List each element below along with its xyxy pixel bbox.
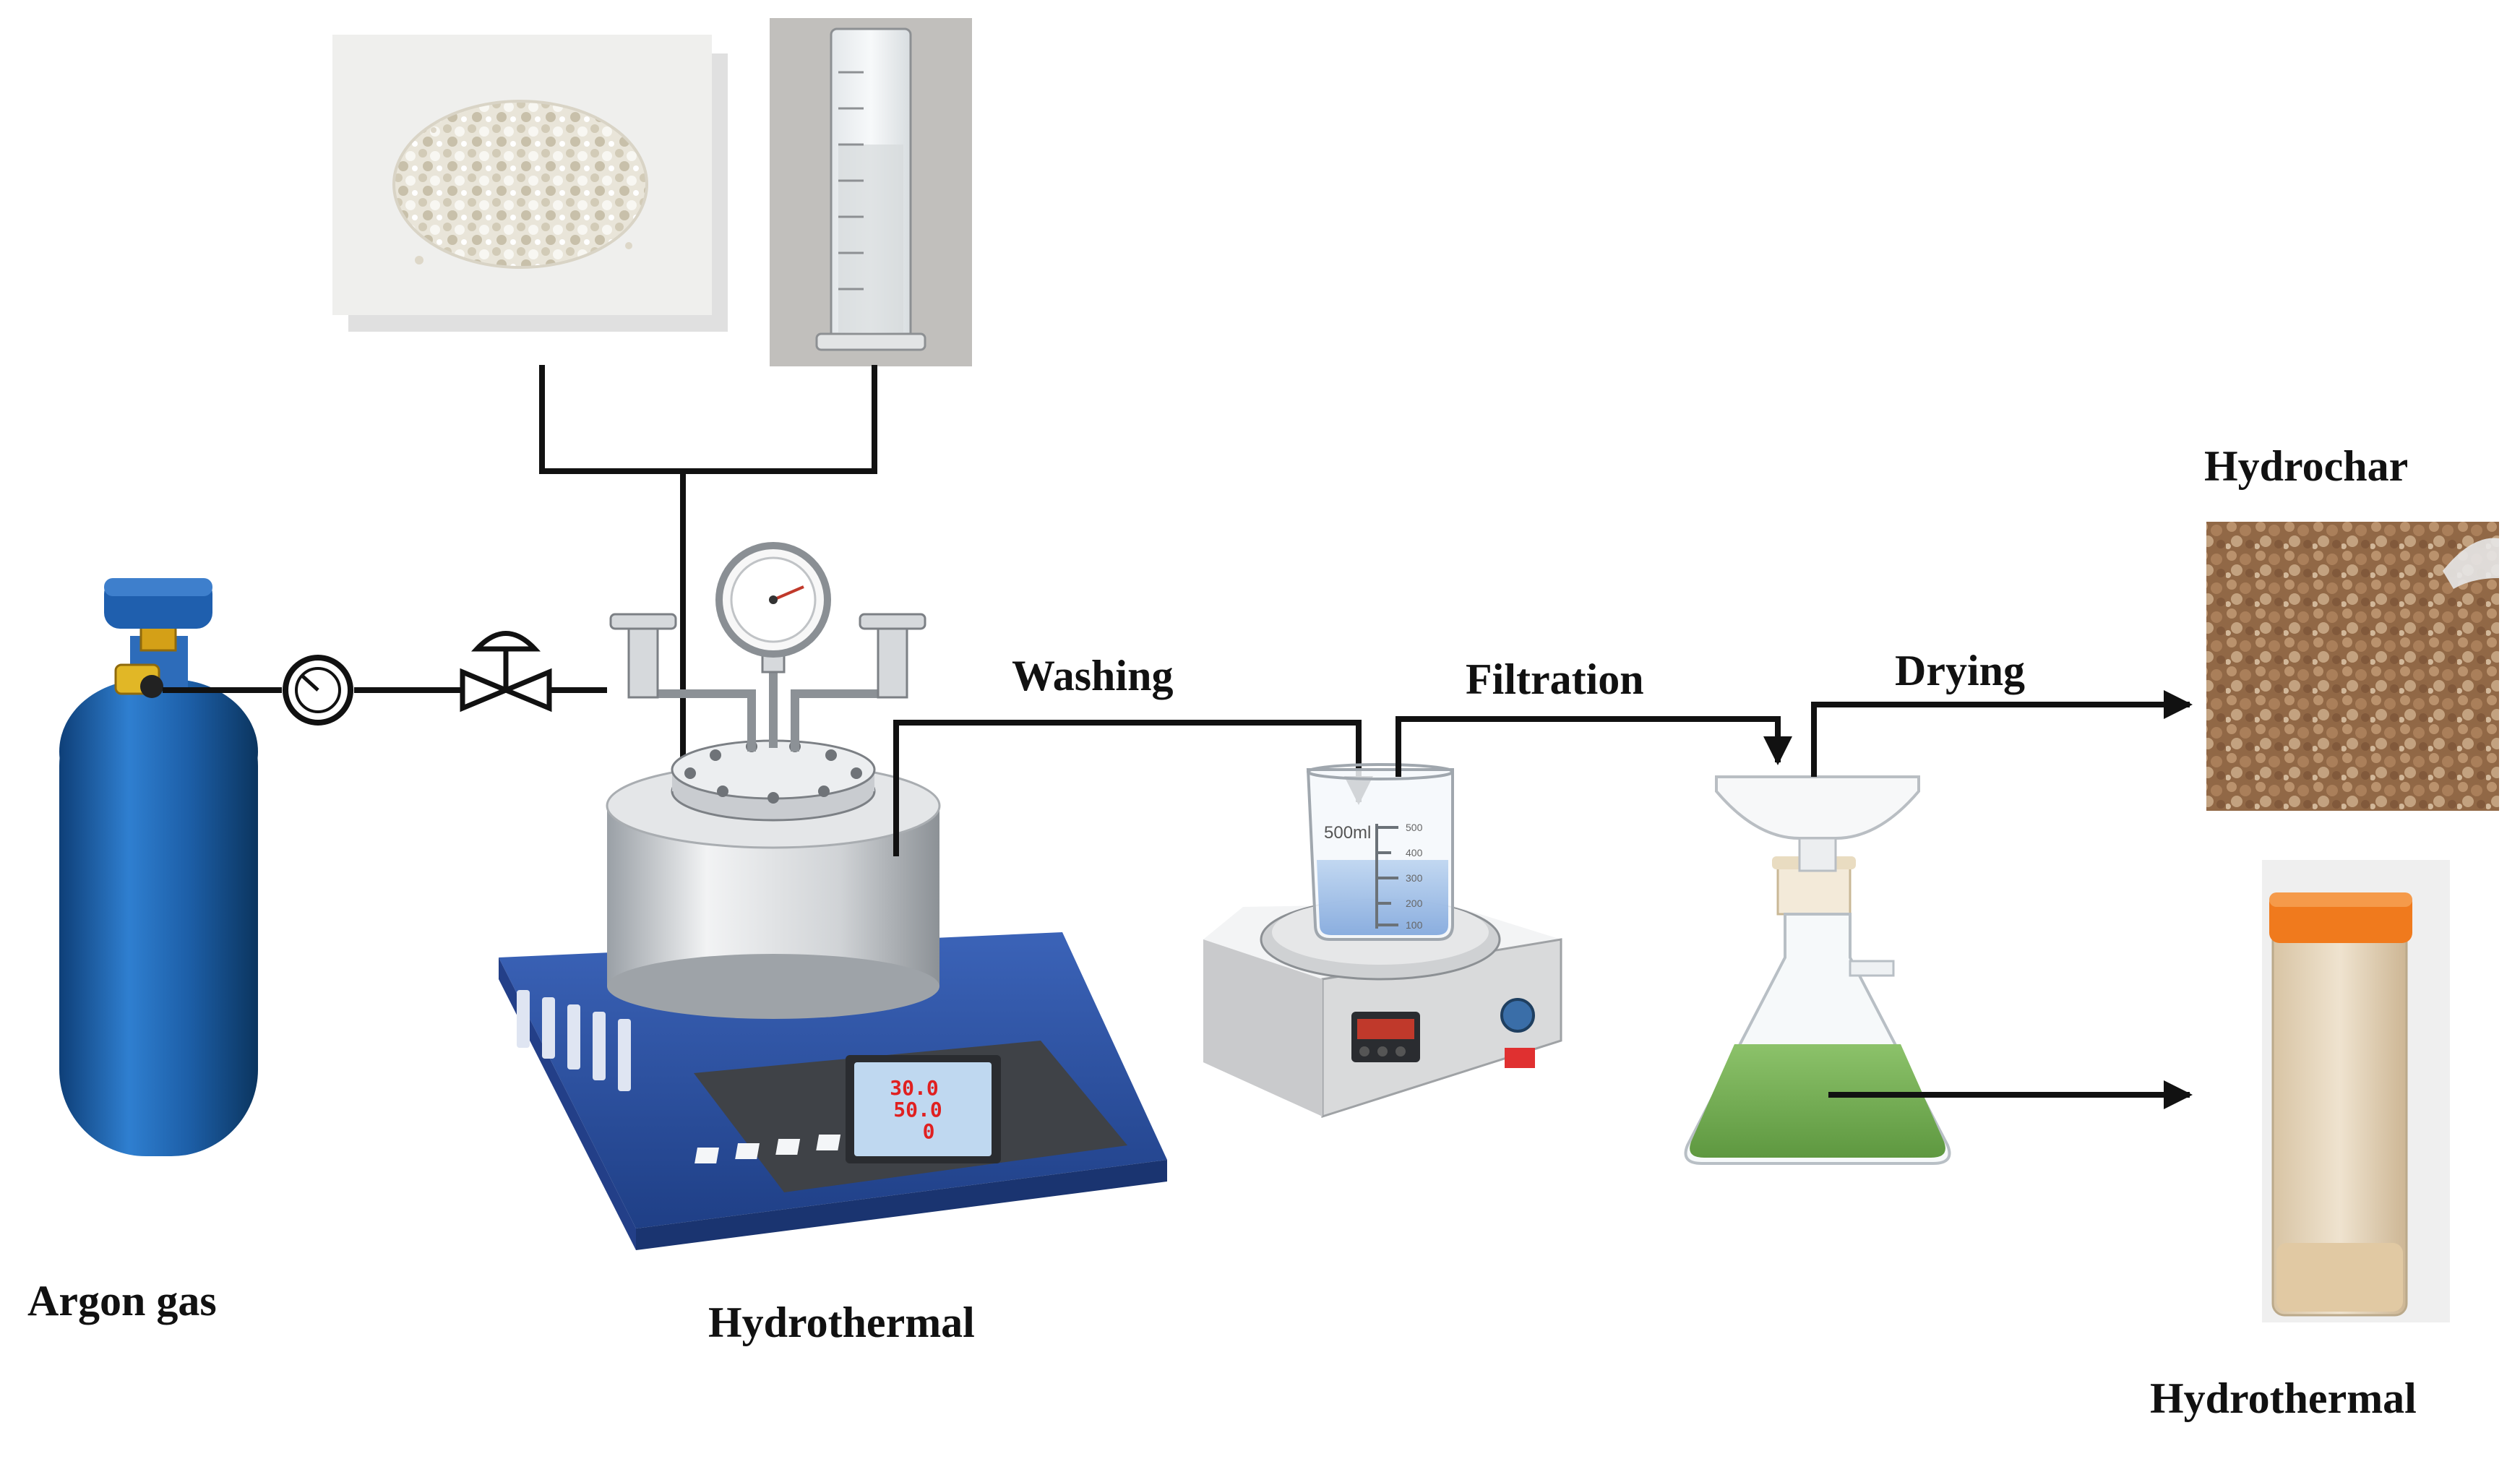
hydrothermal-reactor-label: Hydrothermal — [708, 1299, 975, 1346]
biomass-powder-photo — [332, 35, 728, 332]
drying-connector — [1811, 690, 2193, 777]
filtration-label: Filtration — [1466, 655, 1644, 703]
beaker-tick-label: 100 — [1406, 919, 1423, 931]
valve-icon — [460, 631, 552, 713]
beaker-tick-label: 300 — [1406, 872, 1423, 884]
argon-gas-label: Argon gas — [27, 1277, 217, 1325]
beaker — [1306, 763, 1454, 941]
drying-label: Drying — [1895, 647, 2025, 694]
reactor-display-line2: 50.0 — [893, 1098, 942, 1122]
hydrothermal-liquid-label: Hydrothermal — [2150, 1374, 2417, 1422]
liquid-product-tube-photo — [2262, 860, 2450, 1322]
reactor-display-line1: 30.0 — [890, 1076, 938, 1100]
filtration-connector — [1396, 716, 1792, 777]
reactor-display-line3: 0 — [923, 1119, 935, 1143]
pressure-gauge-icon — [283, 655, 353, 726]
beaker-tick-label: 200 — [1406, 898, 1423, 909]
measuring-cylinder-photo — [770, 18, 972, 366]
beaker-tick-label: 500 — [1406, 822, 1423, 833]
hydrochar-label: Hydrochar — [2204, 442, 2408, 490]
filter-flask — [1684, 775, 1951, 1165]
argon-cylinder — [59, 578, 258, 1156]
washing-connector — [893, 720, 1373, 856]
washing-label: Washing — [1012, 652, 1173, 700]
hydrochar-photo — [2206, 522, 2499, 811]
beaker-volume-label: 500ml — [1324, 823, 1371, 843]
beaker-tick-label: 400 — [1406, 847, 1423, 858]
hydrothermal-reactor — [499, 542, 1167, 1250]
